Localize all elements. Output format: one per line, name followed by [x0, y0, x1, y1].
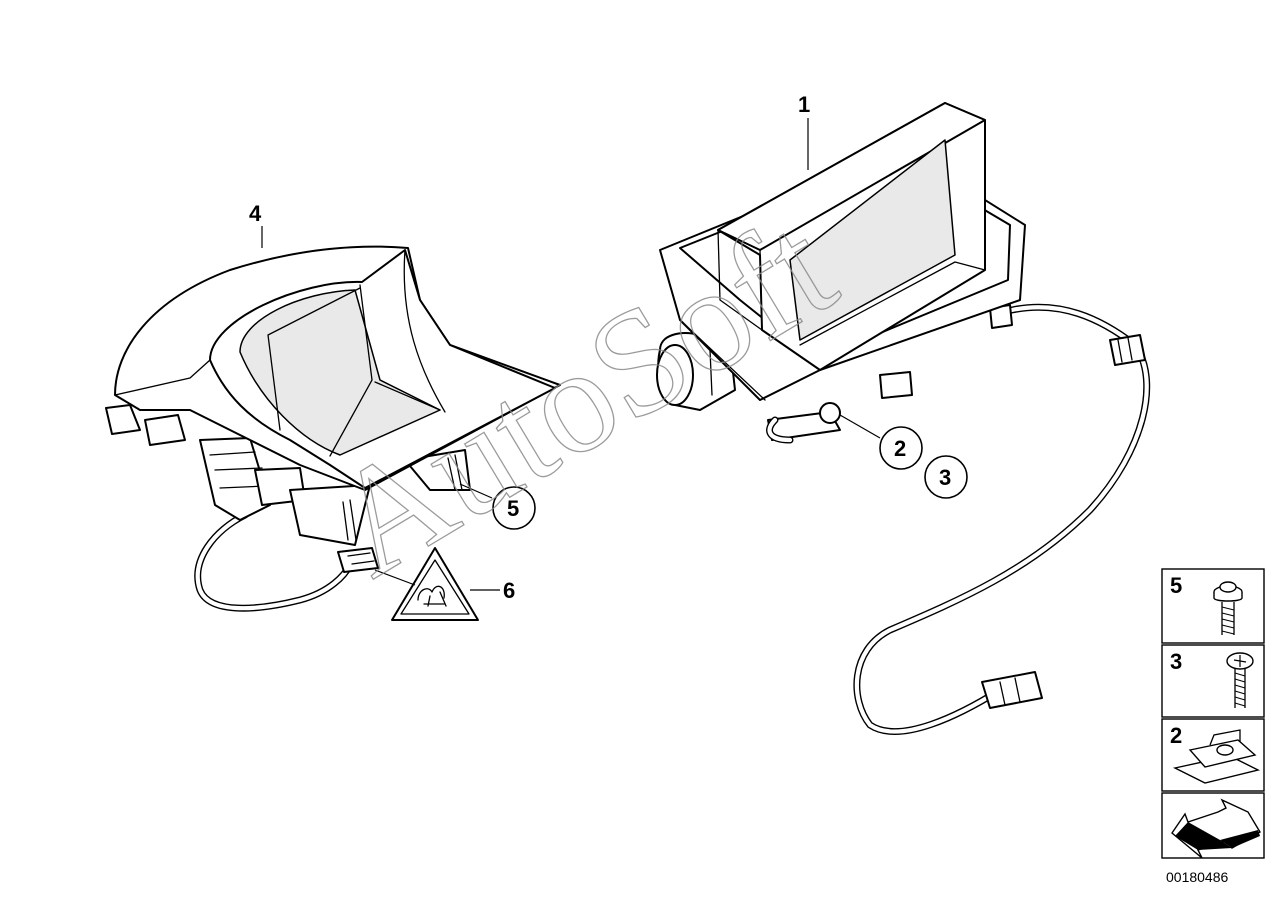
- callout-3: 3: [939, 465, 951, 490]
- direction-arrow-icon: [1171, 798, 1261, 859]
- legend-item-5: [1161, 568, 1265, 644]
- callout-2: 2: [894, 436, 906, 461]
- legend-label-3: 3: [1170, 649, 1182, 674]
- screw-icon: [1226, 652, 1254, 708]
- callout-6: 6: [503, 578, 515, 603]
- diagram-id: 00180486: [1166, 869, 1229, 885]
- fastener-legend: 5 3 2: [1161, 568, 1265, 859]
- legend-label-2: 2: [1170, 723, 1182, 748]
- legend-label-5: 5: [1170, 573, 1182, 598]
- callout-5-circle: [492, 486, 536, 530]
- clip-nut-icon: [1172, 729, 1261, 784]
- display-housing-part-4: [105, 245, 561, 612]
- callouts: 1 4 2 3 5 6: [249, 92, 968, 603]
- callout-3-circle: [924, 455, 968, 499]
- collar-screw-icon: [1213, 581, 1243, 635]
- callout-4: 4: [249, 201, 262, 226]
- display-unit-part-1: [656, 102, 1151, 736]
- callout-2-circle: [879, 426, 923, 470]
- leader-lines: [261, 118, 881, 591]
- callout-5: 5: [507, 496, 519, 521]
- callout-1: 1: [798, 92, 810, 117]
